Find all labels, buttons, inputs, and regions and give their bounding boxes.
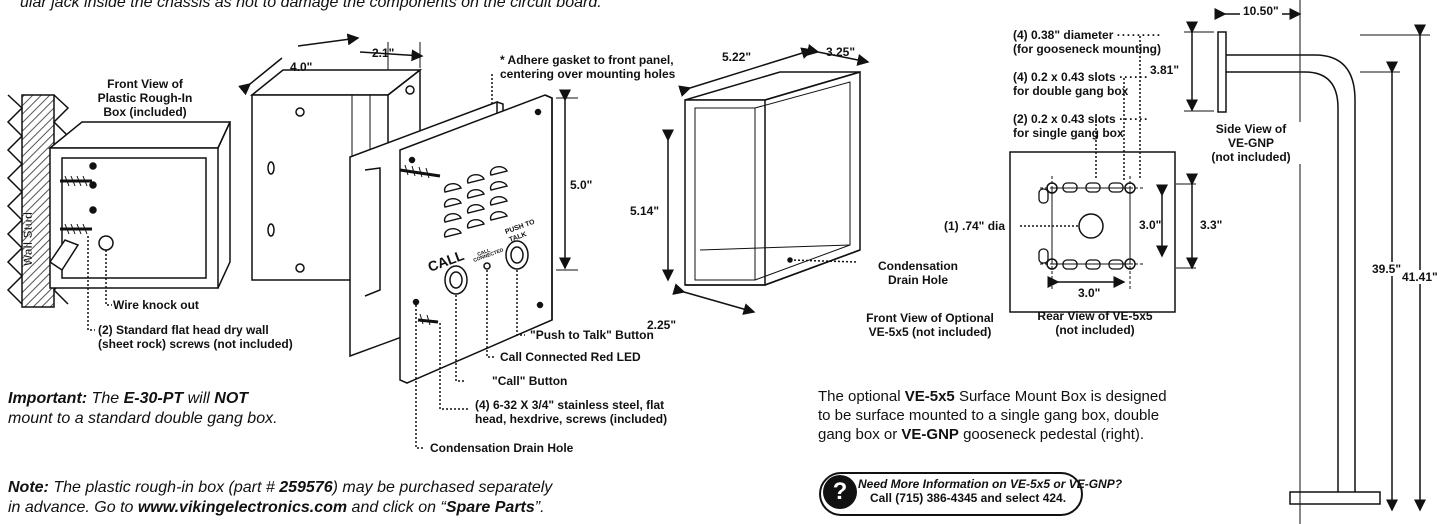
gnp-41-41-dim: 41.41" <box>1402 270 1438 284</box>
wire-knock-out-label: Wire knock out <box>113 298 199 312</box>
rough-in-box-drawing <box>47 121 232 331</box>
single-gang-slots-label: (2) 0.2 x 0.43 slots ······ for single g… <box>1013 112 1150 140</box>
website-link[interactable]: www.vikingelectronics.com <box>137 499 348 516</box>
side-view-label: Side View of VE-GNP (not included) <box>1196 122 1306 164</box>
ve-5x5-box-drawing <box>662 44 870 315</box>
call-button-label: "Call" Button <box>492 374 568 388</box>
gnp-3-81-dim: 3.81" <box>1150 63 1180 77</box>
box-depth-dim: 2.1" <box>372 46 395 60</box>
ve-height-dim: 5.14" <box>630 204 660 218</box>
spare-parts-link[interactable]: Spare Parts <box>445 499 535 516</box>
rough-in-note: Note: The plastic rough-in box (part # 2… <box>8 479 553 516</box>
condensation-drain-hole-box-label: Condensation Drain Hole <box>878 259 958 287</box>
rear-view-label: Rear View of VE-5x5 (not included) <box>1037 309 1153 337</box>
drywall-screws-label: (2) Standard flat head dry wall (sheet r… <box>98 323 293 351</box>
gnp-39-5-dim: 39.5" <box>1372 262 1402 276</box>
rear-3-3-dim: 3.3" <box>1200 218 1223 232</box>
gnp-10-50-dim: 10.50" <box>1240 4 1282 18</box>
ve-bottom-depth-dim: 2.25" <box>647 318 677 332</box>
cut-off-header-line: ular jack inside the chassis as not to d… <box>20 0 602 11</box>
center-hole-label: (1) .74" dia <box>944 219 1006 233</box>
front-view-rough-in-label: Front View of Plastic Rough-In Box (incl… <box>97 77 193 119</box>
important-note: Important: The E-30-PT will NOT mount to… <box>8 390 278 427</box>
question-mark-icon: ? <box>823 475 857 509</box>
gasket-label: * Adhere gasket to front panel, centerin… <box>500 53 676 81</box>
call-connected-led-label: Call Connected Red LED <box>500 350 641 364</box>
ve-width-dim: 5.22" <box>722 50 752 64</box>
panel-height-dim: 5.0" <box>570 178 593 192</box>
double-gang-slots-label: (4) 0.2 x 0.43 slots ······ for double g… <box>1013 70 1150 98</box>
rear-view-drawing <box>1009 36 1198 313</box>
optional-description: The optional VE-5x5 Surface Mount Box is… <box>818 388 1167 443</box>
wall-stud-label: Wall Stud <box>21 212 35 266</box>
box-width-dim: 4.0" <box>290 60 313 74</box>
panel-call-connected-text-1: CALL <box>477 248 492 258</box>
push-to-talk-button-label: "Push to Talk" Button <box>530 328 654 342</box>
ve-depth-dim: 3.25" <box>826 45 856 59</box>
info-box <box>819 472 1083 516</box>
rear-3-0-vertical-dim: 3.0" <box>1139 218 1162 232</box>
gooseneck-mounting-label: (4) 0.38" diameter ········· (for goosen… <box>1013 28 1162 56</box>
stainless-screws-label: (4) 6-32 X 3/4" stainless steel, flat he… <box>475 398 668 426</box>
rear-3-0-horizontal-dim: 3.0" <box>1078 286 1101 300</box>
wall-stud-drawing <box>6 94 70 308</box>
front-panel-drawing <box>399 89 578 449</box>
front-view-optional-label: Front View of Optional VE-5x5 (not inclu… <box>866 311 994 339</box>
condensation-drain-hole-label: Condensation Drain Hole <box>430 441 574 455</box>
info-text: Need More Information on VE-5x5 or VE-GN… <box>858 477 1123 505</box>
